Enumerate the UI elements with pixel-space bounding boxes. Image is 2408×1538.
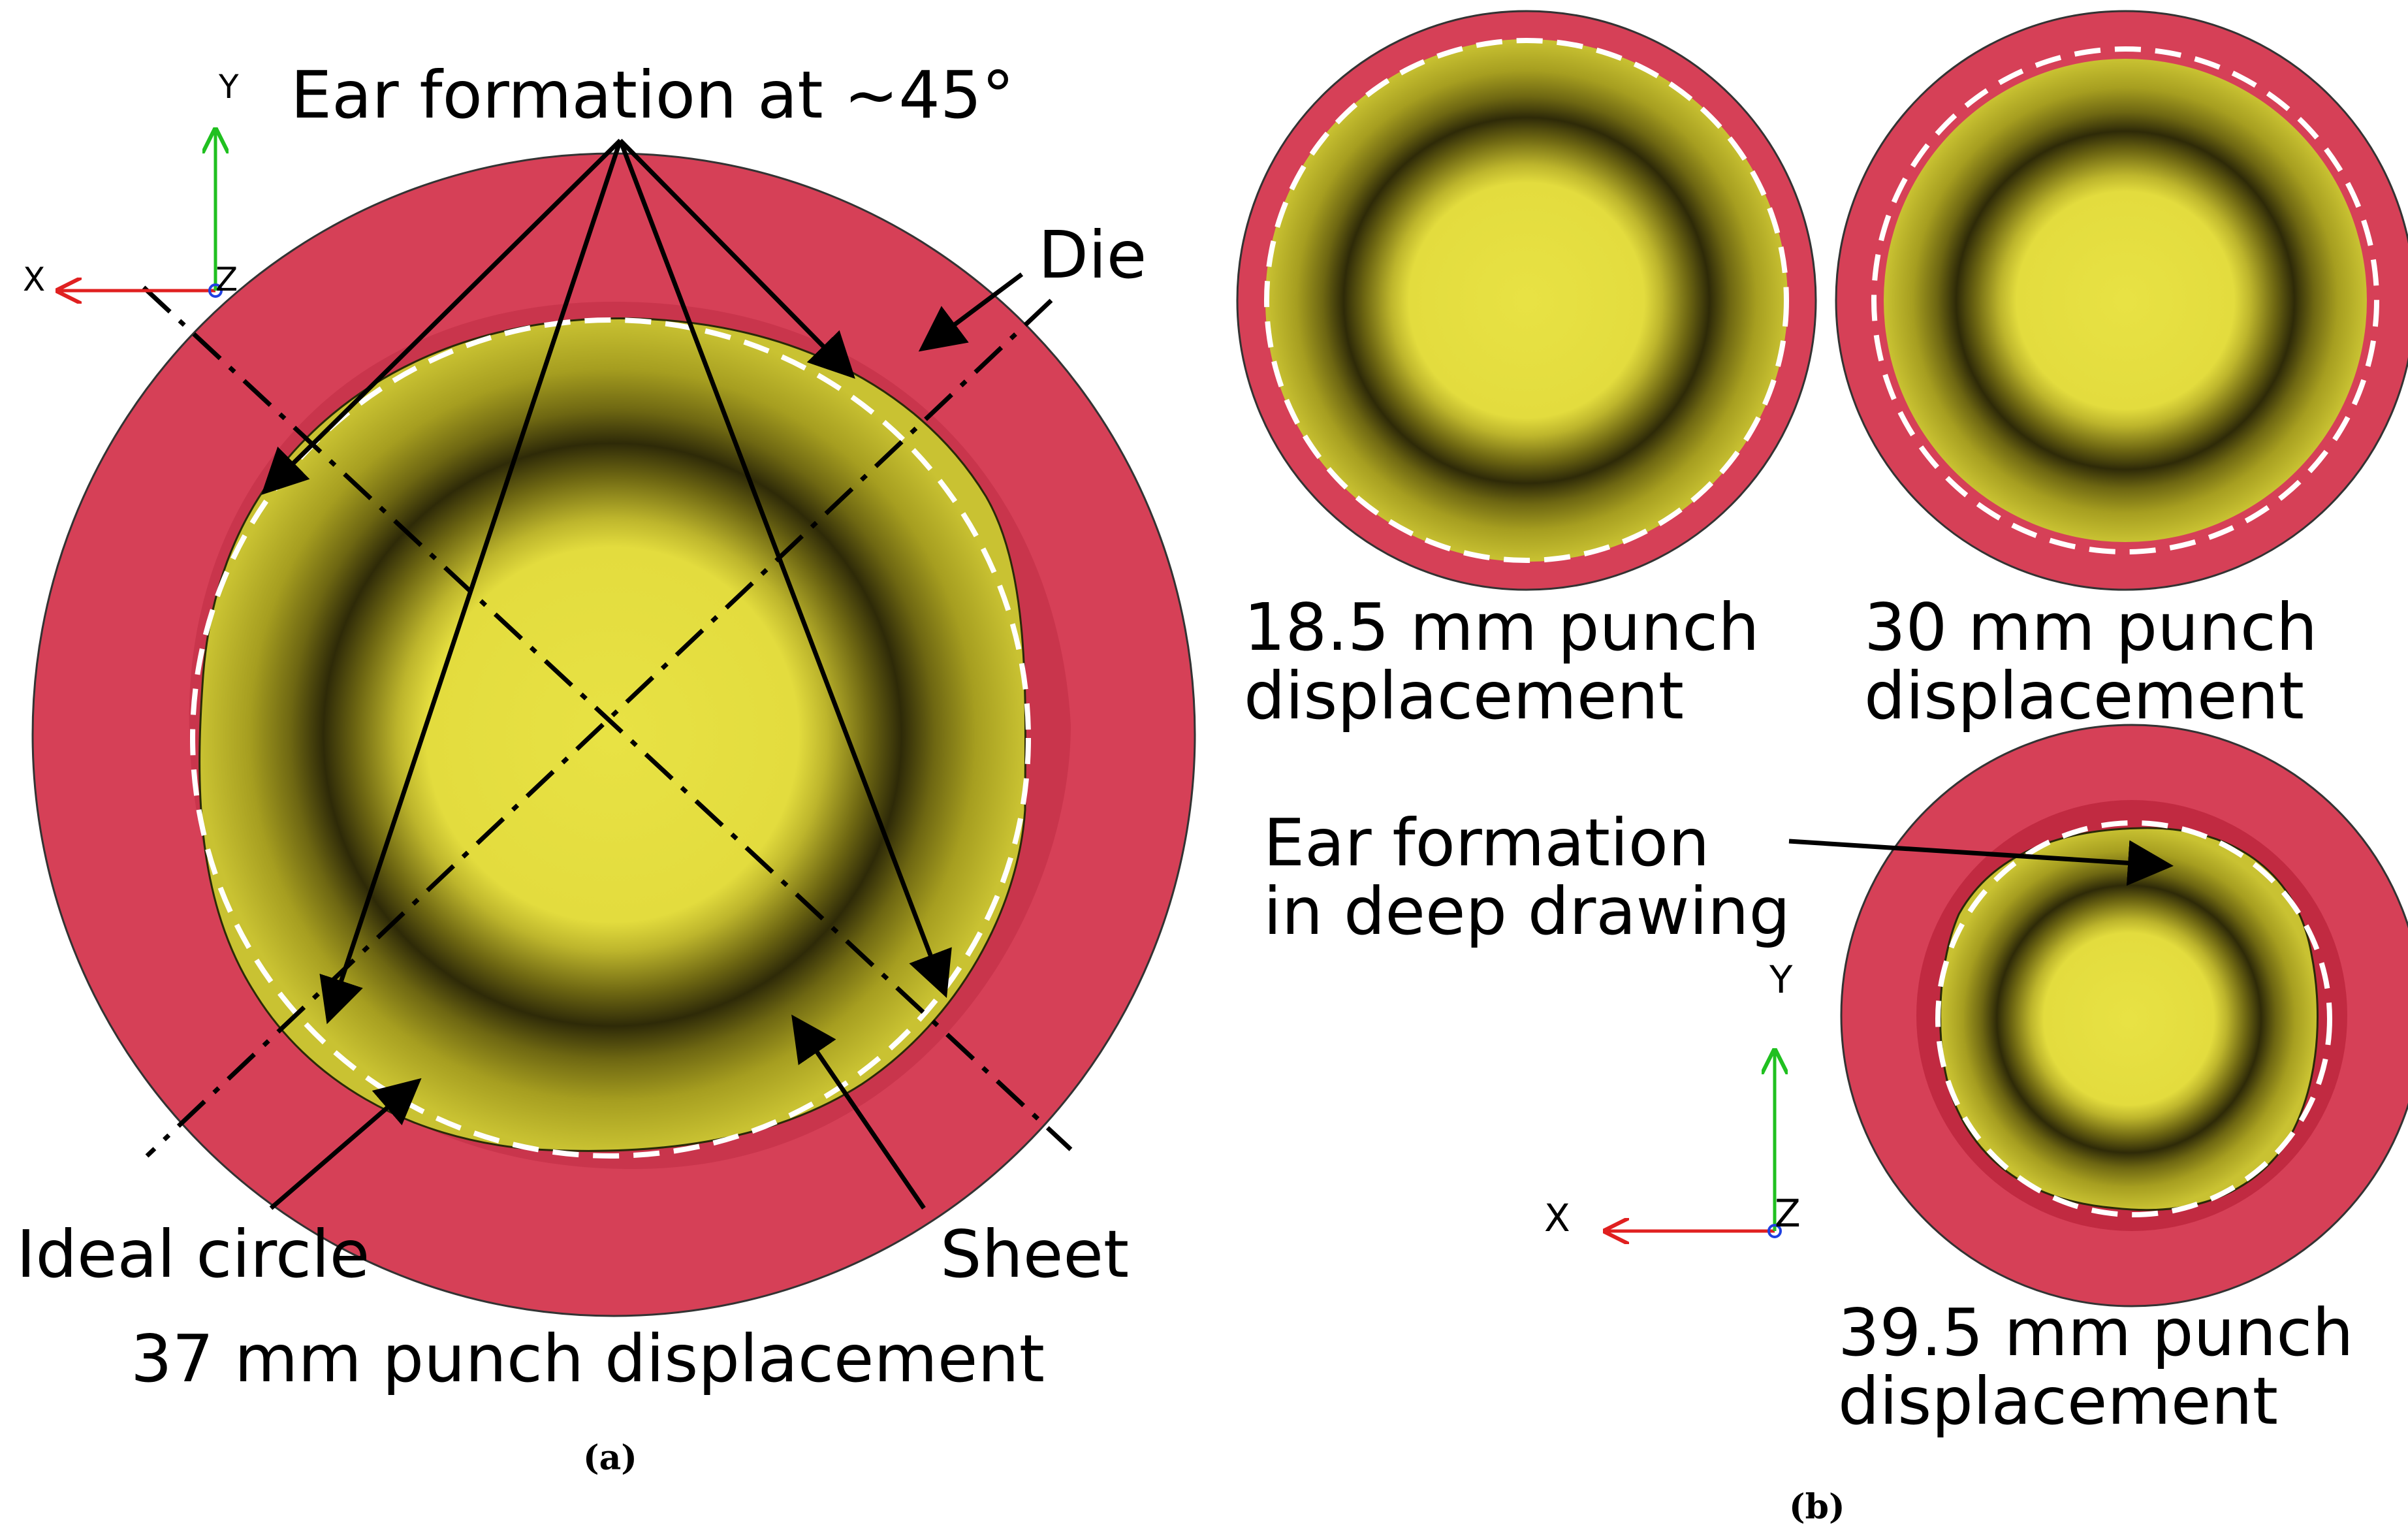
axis-x-label-a: X <box>23 261 45 298</box>
axis-z-label-b: Z <box>1775 1191 1801 1236</box>
ear-arrows-a <box>261 138 952 1025</box>
ideal-circle-label: Ideal circle <box>16 1216 370 1292</box>
sheet-label: Sheet <box>940 1216 1129 1292</box>
axis-triad-a: X Y Z <box>23 68 239 298</box>
view-18-5mm <box>1236 10 1817 591</box>
view-39-5mm <box>1840 724 2408 1307</box>
die-label-a: Die <box>1038 217 1147 293</box>
axis-triad-b: X Y Z <box>1544 957 1801 1240</box>
panel-a: X Y Z Ear formation at ~45° Die Ideal ci… <box>16 57 1196 1478</box>
ideal-circle-arrow <box>269 1078 422 1210</box>
view-2-label-line-1: 30 mm punch <box>1864 589 2317 665</box>
axis-x-label-b: X <box>1544 1196 1570 1240</box>
ear-formation-45-label: Ear formation at ~45° <box>291 57 1014 133</box>
view-1-label-line-2: displacement <box>1244 658 1684 734</box>
ear-arrow-b <box>1788 839 2174 886</box>
axis-z-label-a: Z <box>215 261 238 298</box>
panel-b: 18.5 mm punch displacement 30 mm punch d… <box>1236 10 2408 1527</box>
diagonal-line-1 <box>142 285 1073 1151</box>
displacement-label-a: 37 mm punch displacement <box>131 1321 1045 1397</box>
ideal-circle-a <box>190 317 1031 1159</box>
caption-b: (b) <box>1789 1487 1845 1527</box>
diagonal-line-2 <box>145 298 1053 1158</box>
ear-label-line-1: Ear formation <box>1263 805 1709 881</box>
view-1-label-line-1: 18.5 mm punch <box>1244 589 1760 665</box>
caption-a: (a) <box>583 1438 637 1478</box>
view-3-label-line-1: 39.5 mm punch <box>1838 1294 2354 1371</box>
view-3-label-line-2: displacement <box>1838 1363 2278 1439</box>
sheet-arrow <box>791 1014 926 1210</box>
die-arrow-a <box>918 272 1024 352</box>
ear-label-line-2: in deep drawing <box>1263 873 1790 950</box>
view-30mm <box>1835 10 2408 591</box>
view-2-label-line-2: displacement <box>1864 658 2304 734</box>
axis-y-label-a: Y <box>218 68 239 106</box>
axis-y-label-b: Y <box>1769 957 1793 1002</box>
